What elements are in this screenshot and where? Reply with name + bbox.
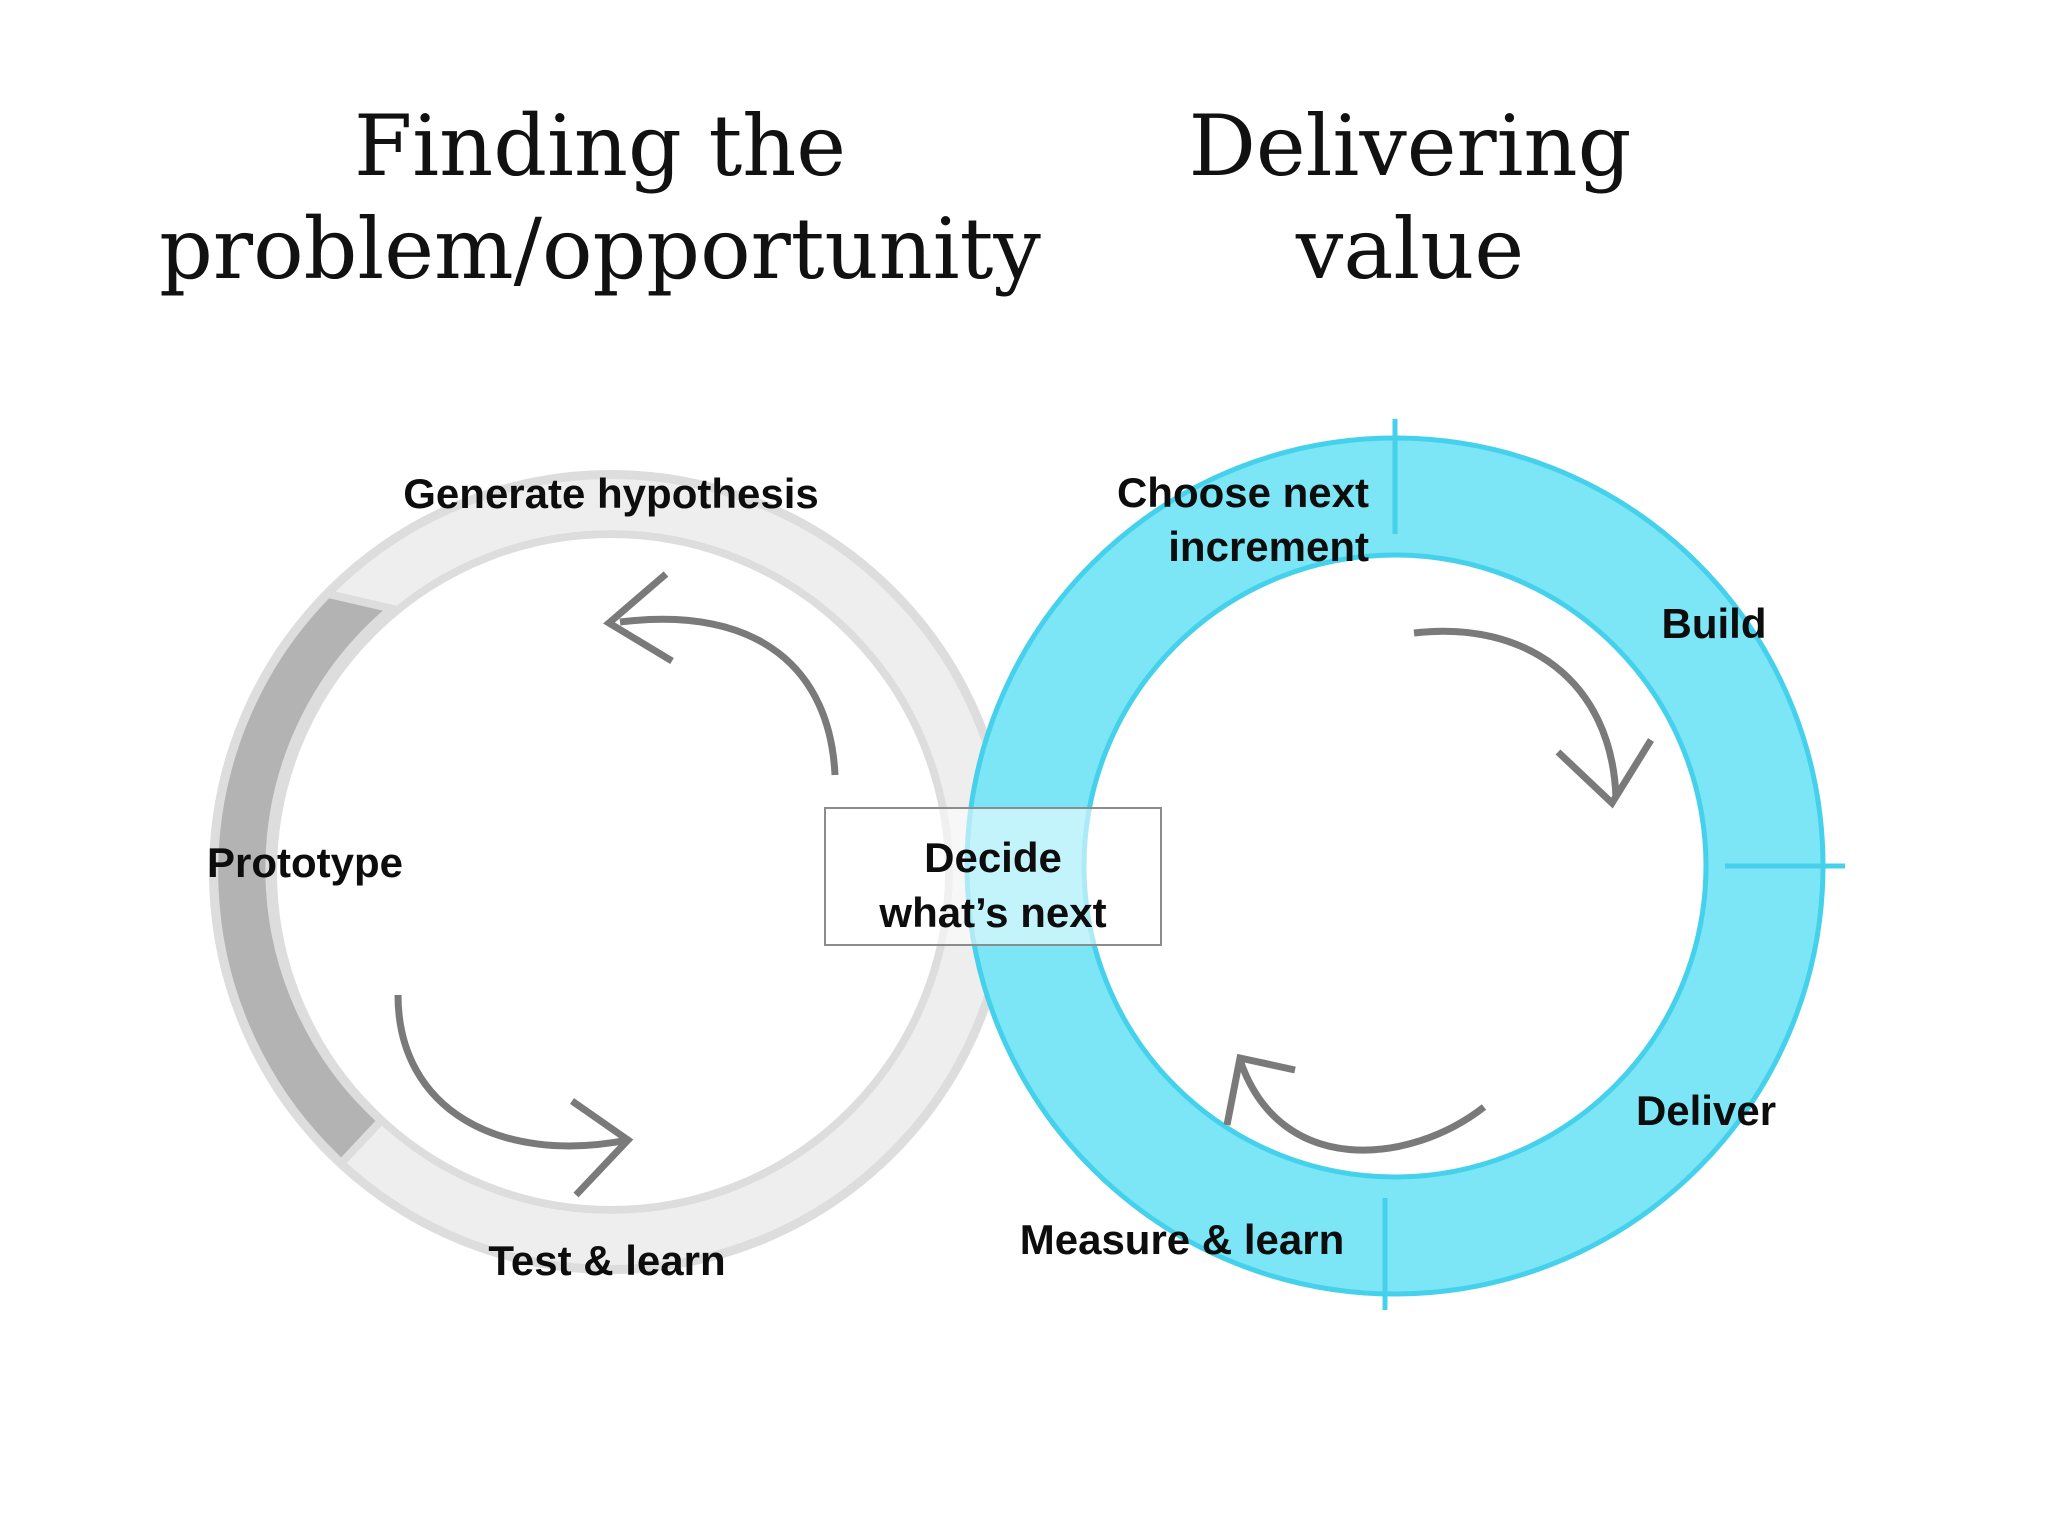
right-top-arrow bbox=[1413, 627, 1654, 809]
left-bottom-arrow bbox=[394, 994, 634, 1198]
right-bottom-arrow bbox=[1223, 1053, 1487, 1154]
right-title-line-2: value bbox=[1295, 200, 1524, 298]
left-title-line-2: problem/opportunity bbox=[159, 200, 1041, 298]
decide-box bbox=[824, 807, 1162, 946]
decide-label-line-1: Decide bbox=[924, 834, 1062, 881]
right-title-line-1: Delivering bbox=[1189, 97, 1632, 195]
label-test-and-learn: Test & learn bbox=[488, 1237, 725, 1284]
label-choose-next-line-2: increment bbox=[1168, 523, 1369, 570]
label-measure-and-learn: Measure & learn bbox=[1020, 1216, 1344, 1263]
label-generate-hypothesis: Generate hypothesis bbox=[403, 470, 818, 517]
label-prototype: Prototype bbox=[207, 839, 403, 886]
decide-label-line-2: what’s next bbox=[878, 889, 1106, 936]
label-build: Build bbox=[1662, 600, 1767, 647]
left-title-line-1: Finding the bbox=[354, 97, 846, 195]
label-choose-next-line-1: Choose next bbox=[1117, 469, 1369, 516]
left-top-arrow bbox=[603, 571, 839, 776]
label-deliver: Deliver bbox=[1636, 1087, 1776, 1134]
prototype-segment bbox=[210, 589, 401, 1169]
